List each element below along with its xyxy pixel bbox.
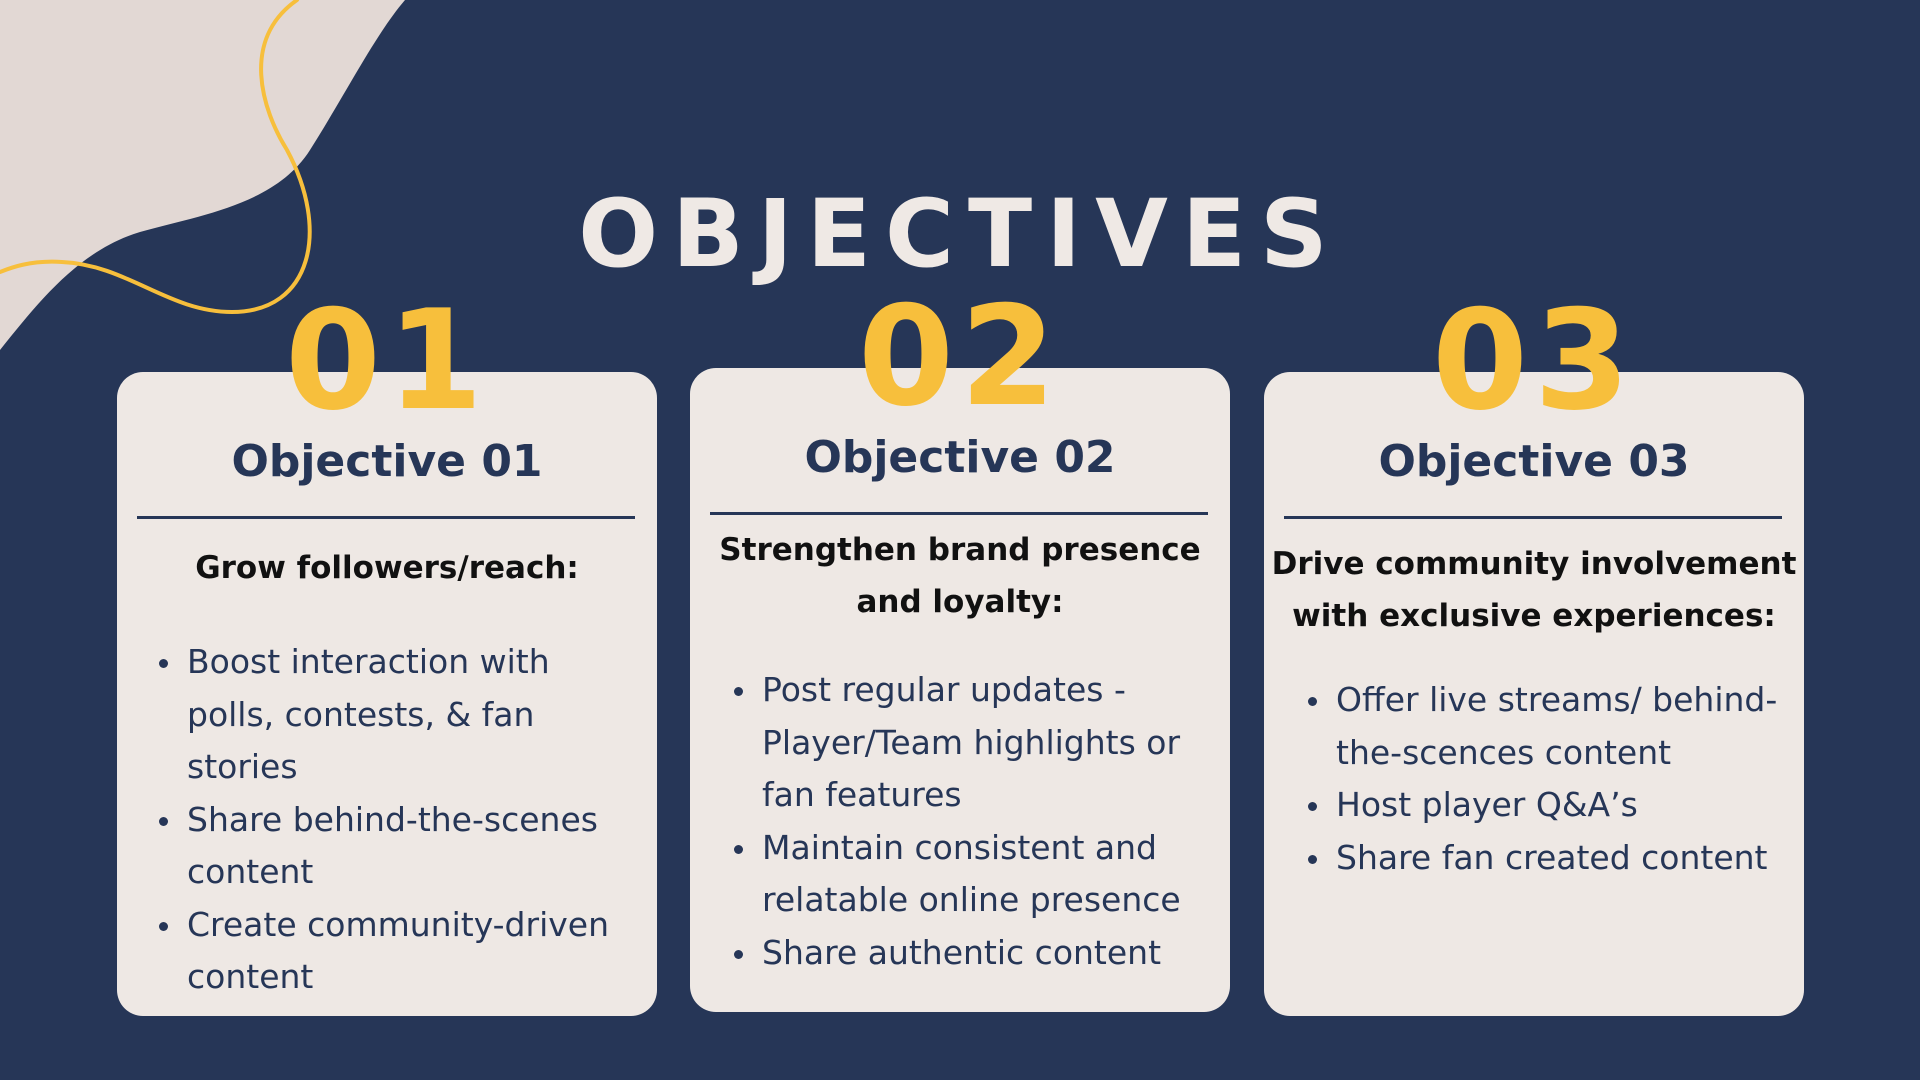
card-number: 02 [857,276,1063,437]
gold-curve-line [0,0,312,315]
bullet-item: Host player Q&A’s [1306,779,1786,832]
card-number: 01 [284,280,490,441]
bullet-item: Share behind-the-scenes content [157,794,647,899]
card-bullet-list: Post regular updates - Player/Team highl… [732,664,1222,979]
card-heading: Objective 03 [1378,436,1690,487]
objective-card-03: 03 Objective 03 Drive community involvem… [1264,292,1804,1016]
card-number: 03 [1431,280,1637,441]
blob-fill [0,0,405,350]
card-bullet-list: Offer live streams/ behind-the-scences c… [1306,674,1786,884]
page-title: OBJECTIVES [578,180,1342,289]
bullet-item: Share fan created content [1306,832,1786,885]
card-heading: Objective 01 [231,436,543,487]
card-heading: Objective 02 [804,432,1116,483]
decorative-blob-shape [0,0,405,350]
bullet-item: Post regular updates - Player/Team highl… [732,664,1222,822]
bullet-item: Boost interaction with polls, contests, … [157,636,647,794]
card-divider [1284,516,1782,519]
objective-card-01: 01 Objective 01 Grow followers/reach: Bo… [117,292,657,1016]
card-subheading: Drive community involvement with exclusi… [1271,546,1797,634]
objective-card-02: 02 Objective 02 Strengthen brand presenc… [690,288,1230,1012]
bullet-item: Maintain consistent and relatable online… [732,822,1222,927]
bullet-item: Share authentic content [732,927,1222,980]
card-subheading: Grow followers/reach: [195,550,579,586]
card-subheading: Strengthen brand presence and loyalty: [719,532,1201,620]
bullet-item: Create community-driven content [157,899,647,1004]
card-bullet-list: Boost interaction with polls, contests, … [157,636,647,1004]
bullet-item: Offer live streams/ behind-the-scences c… [1306,674,1786,779]
card-divider [710,512,1208,515]
card-divider [137,516,635,519]
